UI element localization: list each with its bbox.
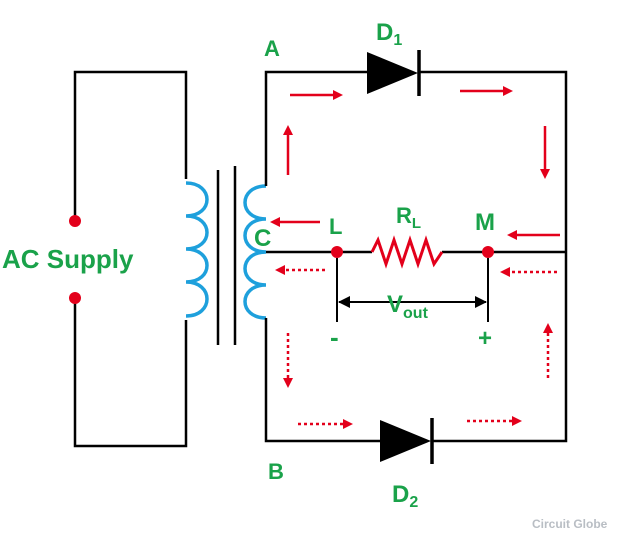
node-l-label: L	[329, 214, 342, 239]
watermark: Circuit Globe	[532, 517, 608, 531]
d1-label: D1	[376, 19, 402, 49]
primary-coil	[185, 181, 209, 318]
ac-supply-label: AC Supply	[2, 244, 134, 274]
node-m-label: M	[475, 209, 495, 236]
node-a-label: A	[264, 36, 280, 61]
primary-wire	[73, 70, 188, 448]
ac-terminal-top	[69, 215, 81, 227]
transformer-core	[216, 166, 237, 345]
vout-measure	[336, 258, 489, 322]
diode-d1	[367, 50, 421, 96]
node-c-label: C	[254, 225, 271, 252]
rl-label: RL	[396, 203, 421, 232]
current-arrows-dotted	[275, 265, 557, 429]
ac-terminal-bottom	[69, 292, 81, 304]
node-l-dot	[331, 246, 343, 258]
secondary-coil	[243, 184, 267, 320]
plus-sign: +	[478, 325, 492, 352]
minus-sign: -	[330, 322, 339, 352]
diode-d2	[380, 418, 434, 464]
vout-label: Vout	[387, 291, 429, 322]
load-resistor	[370, 235, 444, 269]
node-m-dot	[482, 246, 494, 258]
node-b-label: B	[268, 459, 284, 484]
current-arrows-solid	[270, 86, 560, 240]
d2-label: D2	[392, 481, 418, 511]
secondary-wire	[264, 70, 568, 443]
